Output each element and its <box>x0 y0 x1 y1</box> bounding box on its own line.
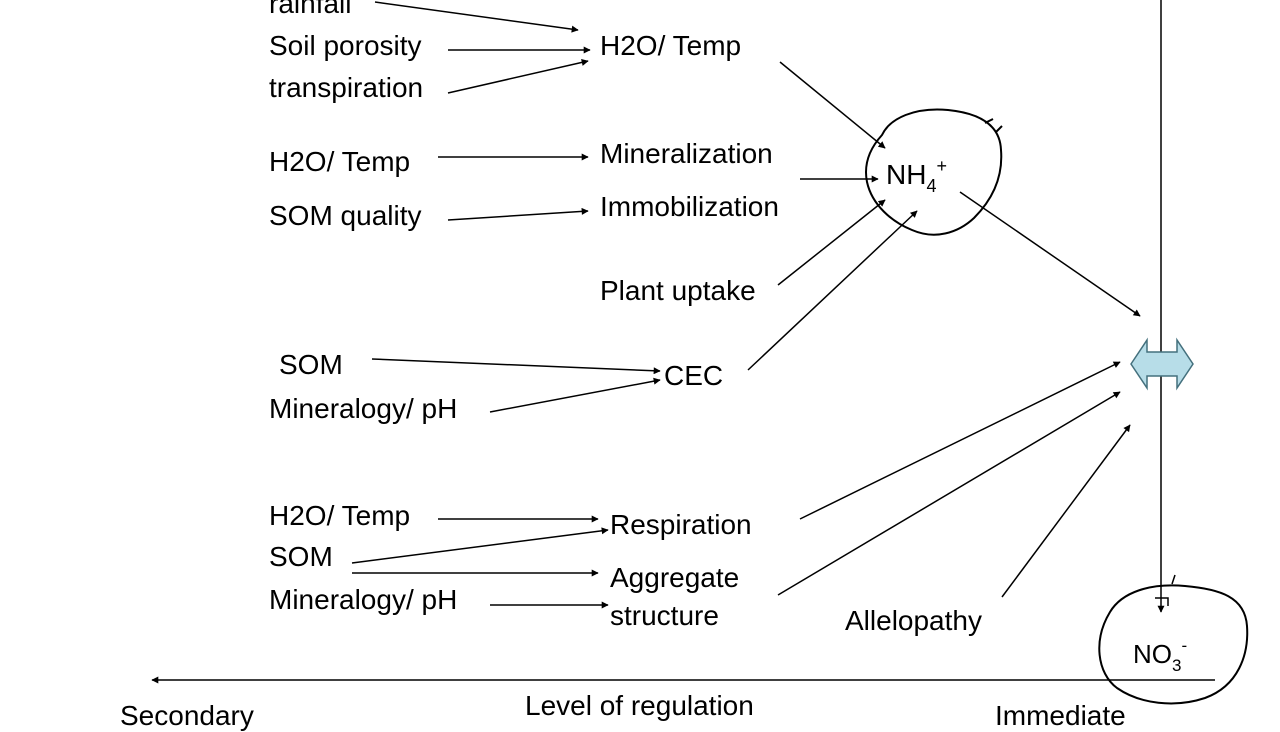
label-soil-porosity: Soil porosity <box>269 30 422 61</box>
arrow-plant-uptake-to-nh4 <box>777 199 886 286</box>
label-respiration: Respiration <box>610 509 752 540</box>
label-transpiration: transpiration <box>269 72 424 103</box>
label-aggregate: Aggregate <box>610 562 740 593</box>
arrow-rainfall-to-h2o-temp <box>374 1 579 33</box>
axis-label-level-of-regulation: Level of regulation <box>525 690 754 721</box>
label-cec: CEC <box>664 360 724 391</box>
exchange-double-arrow-icon <box>1130 337 1194 391</box>
label-som-bottom: SOM <box>269 541 333 572</box>
label-mineralogy-ph-bottom: Mineralogy/ pH <box>269 584 458 615</box>
label-h2o-temp-top: H2O/ Temp <box>600 30 742 61</box>
label-structure: structure <box>610 600 719 631</box>
no3-base: NO <box>1133 639 1172 669</box>
label-plant-uptake: Plant uptake <box>600 275 756 306</box>
arrow-allelopathy-to-exchange <box>1001 424 1131 598</box>
label-som-cec: SOM <box>279 349 343 380</box>
nh4-label: NH4+ <box>886 156 947 196</box>
nh4-base: NH <box>886 159 926 190</box>
nh4-superscript: + <box>936 156 947 176</box>
no3-pool-shape <box>1098 584 1249 705</box>
no3-label: NO3- <box>1133 636 1187 675</box>
arrow-som-to-cec <box>371 358 661 375</box>
axis-label-secondary: Secondary <box>120 700 254 731</box>
arrow-transpiration-to-h2o-temp <box>447 58 589 94</box>
no3-inhibition-mark <box>1155 597 1169 606</box>
no3-subscript: 3 <box>1172 656 1181 675</box>
label-mineralization: Mineralization <box>600 138 773 169</box>
label-som-quality: SOM quality <box>269 200 422 231</box>
label-h2o-temp-mid: H2O/ Temp <box>269 146 411 177</box>
nh4-pool-shape <box>865 108 1003 236</box>
arrow-som-to-respiration <box>351 527 609 564</box>
label-h2o-temp-bottom: H2O/ Temp <box>269 500 411 531</box>
no3-superscript: - <box>1181 636 1187 655</box>
label-mineralogy-ph-cec: Mineralogy/ pH <box>269 393 458 424</box>
axis-label-immediate: Immediate <box>995 700 1126 731</box>
arrow-som-quality-to-immobilization <box>447 207 589 221</box>
label-rainfall: rainfall <box>269 0 352 19</box>
arrow-respiration-to-exchange <box>799 361 1121 520</box>
nh4-subscript: 4 <box>926 176 936 196</box>
arrow-aggregate-to-exchange <box>777 391 1121 596</box>
arrow-cec-to-nh4 <box>747 210 918 371</box>
no3-tick-mark <box>1171 574 1176 585</box>
arrow-mineralogy-to-cec <box>489 377 661 413</box>
label-allelopathy: Allelopathy <box>845 605 982 636</box>
label-immobilization: Immobilization <box>600 191 779 222</box>
arrow-h2o-temp-to-nh4 <box>779 61 886 149</box>
arrow-nh4-to-exchange <box>959 191 1141 317</box>
